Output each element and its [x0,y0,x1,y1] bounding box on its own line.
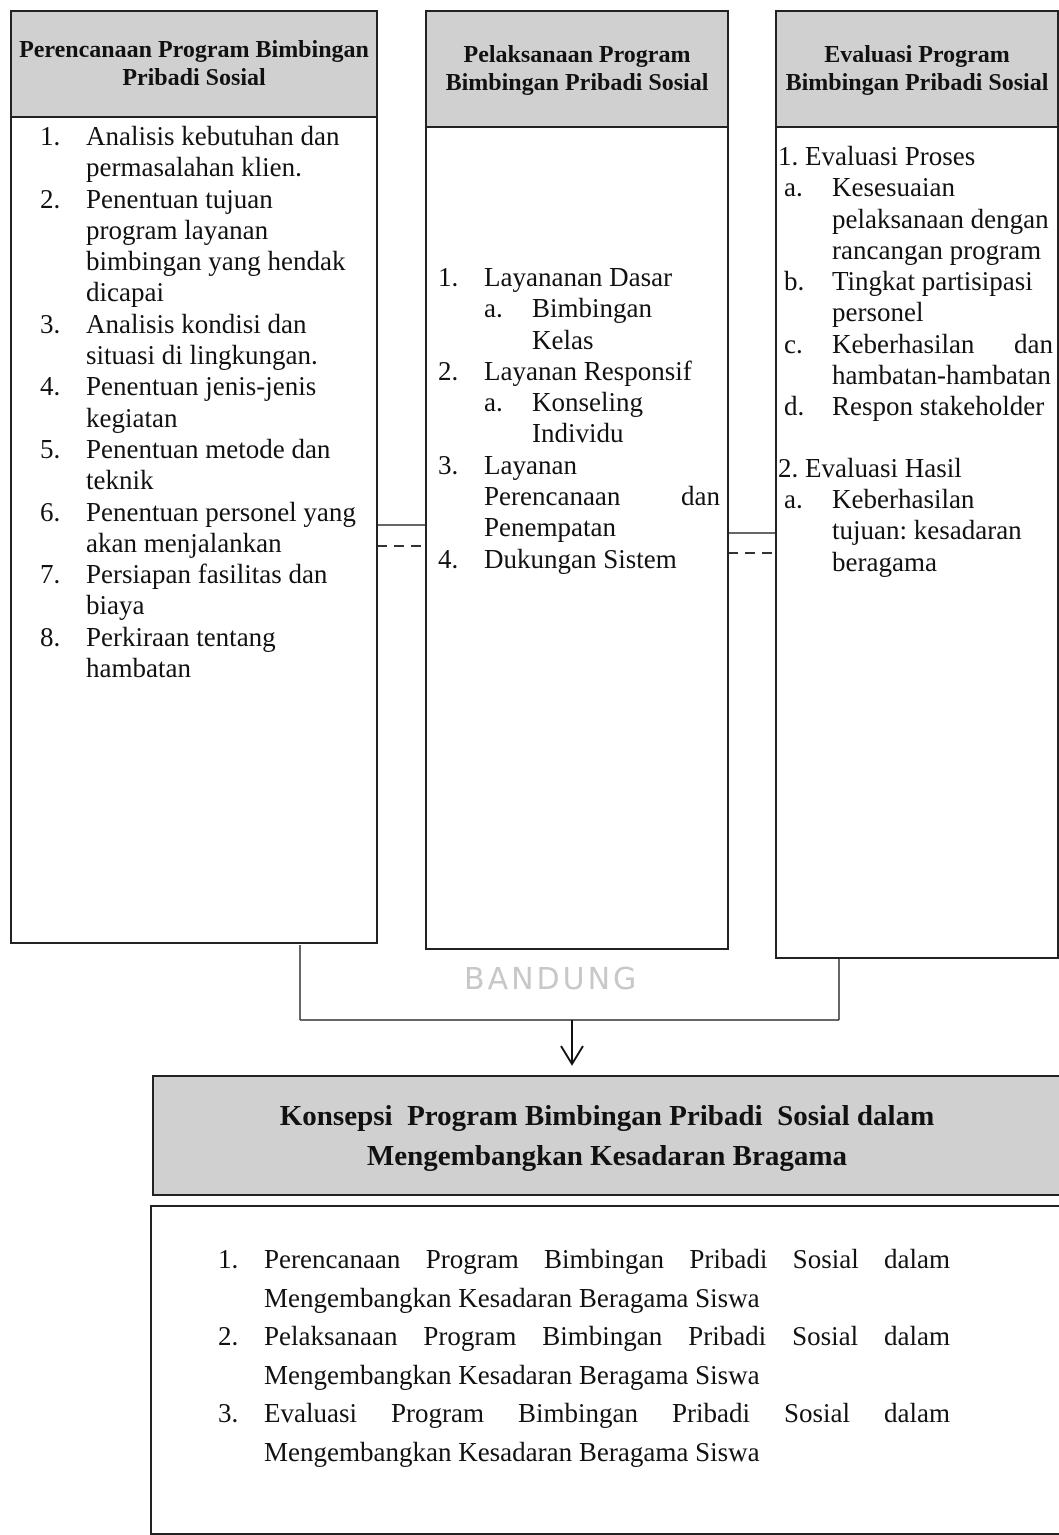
planning-item-text: Penentuan personel yang akan menjalankan [86,496,356,558]
implementation-item-number: 4. [438,543,459,574]
planning-item-number: 1. [40,121,61,151]
planning-item: 7. Persiapan fasilitas dan biaya [40,559,370,622]
concept-item-number: 1. [218,1244,239,1274]
evaluation-result-item: a. Keberhasilan tujuan: kesadaran beragam… [784,484,1053,578]
implementation-subitem: a. Bimbingan Kelas [484,293,720,356]
concept-item-text: Evaluasi Program Bimbingan Pribadi Sosia… [264,1398,950,1467]
planning-item-text: Perkiraan tentang hambatan [86,621,276,684]
implementation-title: Pelaksanaan Program Bimbingan Pribadi So… [445,42,709,96]
concept-item-number: 3. [218,1398,239,1428]
implementation-subitem-text: Bimbingan Kelas [532,293,652,355]
evaluation-process-item-text: Keberhasilan dan hambatan-hambatan [832,328,1053,391]
evaluation-box [775,125,1059,959]
concept-item: 2. Pelaksanaan Program Bimbingan Pribadi … [218,1317,950,1394]
planning-item: 5. Penentuan metode dan teknik [40,434,370,497]
implementation-item-number: 3. [438,449,459,480]
planning-item-number: 7. [40,559,61,590]
evaluation-process-heading: 1. Evaluasi Proses [778,141,976,171]
implementation-item-number: 1. [438,262,459,292]
implementation-subitem-text: Konseling Individu [532,387,643,449]
watermark-bandung: BANDUNG [464,962,640,997]
planning-item-number: 6. [40,496,61,527]
evaluation-process-item-number: c. [784,328,803,359]
implementation-subitems: a. Konseling Individu [484,387,720,450]
evaluation-process-item-text: Kesesuaian pelaksanaan dengan rancangan … [832,172,1049,265]
planning-item: 4. Penentuan jenis-jenis kegiatan [40,371,370,434]
evaluation-header: Evaluasi Program Bimbingan Pribadi Sosia… [775,10,1059,128]
concept-title-line2: Mengembangkan Kesadaran Bragama [366,1139,848,1172]
planning-item-number: 2. [40,183,61,214]
arrow-head [560,1045,584,1066]
implementation-item-text: Layanan Responsif [484,355,692,386]
evaluation-result-item-number: a. [784,483,803,514]
concept-item-text: Perencanaan Program Bimbingan Pribadi So… [264,1244,950,1313]
evaluation-process-item: a. Kesesuaian pelaksanaan dengan rancanga… [784,172,1053,266]
implementation-item-number: 2. [438,355,459,386]
evaluation-list: 1. Evaluasi Proses a. Kesesuaian pelaksan… [778,141,1053,578]
concept-header: Konsepsi Program Bimbingan Pribadi Sosia… [152,1075,1059,1196]
planning-item-text: Analisis kondisi dan situasi di lingkung… [86,308,318,371]
planning-title: Perencanaan Program Bimbingan Pribadi So… [19,37,369,91]
planning-item: 6. Penentuan personel yang akan menjalank… [40,497,370,560]
implementation-subitem: a. Konseling Individu [484,387,720,450]
planning-item: 2. Penentuan tujuan program layanan bimbi… [40,184,370,309]
evaluation-process-item-number: d. [784,391,805,422]
planning-box [10,115,378,944]
concept-title-line1: Konsepsi Program Bimbingan Pribadi Sosia… [279,1099,935,1132]
evaluation-process-item-text: Respon stakeholder [832,391,1045,422]
implementation-header: Pelaksanaan Program Bimbingan Pribadi So… [425,10,729,128]
planning-item: 1. Analisis kebutuhan dan permasalahan kl… [40,121,370,184]
planning-item-text: Penentuan tujuan program layanan bimbing… [86,183,346,308]
planning-item: 8. Perkiraan tentang hambatan [40,622,370,685]
evaluation-title: Evaluasi Program Bimbingan Pribadi Sosia… [785,42,1049,96]
evaluation-process-item: b. Tingkat partisipasi personel [784,266,1053,329]
implementation-box [425,125,729,950]
concept-item-number: 2. [218,1321,239,1351]
planning-item-number: 8. [40,621,61,652]
concept-box [150,1205,1059,1535]
planning-item: 3. Analisis kondisi dan situasi di lingku… [40,309,370,372]
concept-item: 1. Perencanaan Program Bimbingan Pribadi … [218,1240,950,1317]
planning-list: 1. Analisis kebutuhan dan permasalahan kl… [40,121,370,684]
evaluation-process-item: d. Respon stakeholder [784,391,1053,422]
implementation-subitems: a. Bimbingan Kelas [484,293,720,356]
implementation-subitem-number: a. [484,387,503,418]
planning-header: Perencanaan Program Bimbingan Pribadi So… [10,10,378,118]
implementation-item-text: Dukungan Sistem [484,543,677,574]
implementation-item: 4. Dukungan Sistem [438,544,720,575]
planning-item-text: Penentuan metode dan teknik [86,433,331,496]
planning-item-number: 4. [40,371,61,402]
evaluation-process-item: c. Keberhasilan dan hambatan-hambatan [784,329,1053,392]
evaluation-process-item-number: b. [784,266,805,297]
planning-item-text: Penentuan jenis-jenis kegiatan [86,371,317,433]
implementation-item-text: Layananan Dasar [484,262,673,292]
evaluation-result-item-text: Keberhasilan tujuan: kesadaran beragama [832,483,1022,577]
planning-item-number: 5. [40,433,61,464]
concept-item-text: Pelaksanaan Program Bimbingan Pribadi So… [264,1321,950,1390]
implementation-item-text: Layanan Perencanaan dan Penempatan [484,449,720,543]
concept-list: 1. Perencanaan Program Bimbingan Pribadi … [218,1240,950,1471]
evaluation-result-heading: 2. Evaluasi Hasil [778,452,962,483]
implementation-subitem-number: a. [484,293,503,324]
evaluation-process-item-text: Tingkat partisipasi personel [832,266,1033,328]
evaluation-process-item-number: a. [784,172,803,203]
planning-item-text: Analisis kebutuhan dan permasalahan klie… [86,121,340,183]
concept-item: 3. Evaluasi Program Bimbingan Pribadi Sos… [218,1394,950,1471]
planning-item-text: Persiapan fasilitas dan biaya [86,559,328,621]
implementation-item: 3. Layanan Perencanaan dan Penempatan [438,450,720,544]
planning-item-number: 3. [40,308,61,339]
